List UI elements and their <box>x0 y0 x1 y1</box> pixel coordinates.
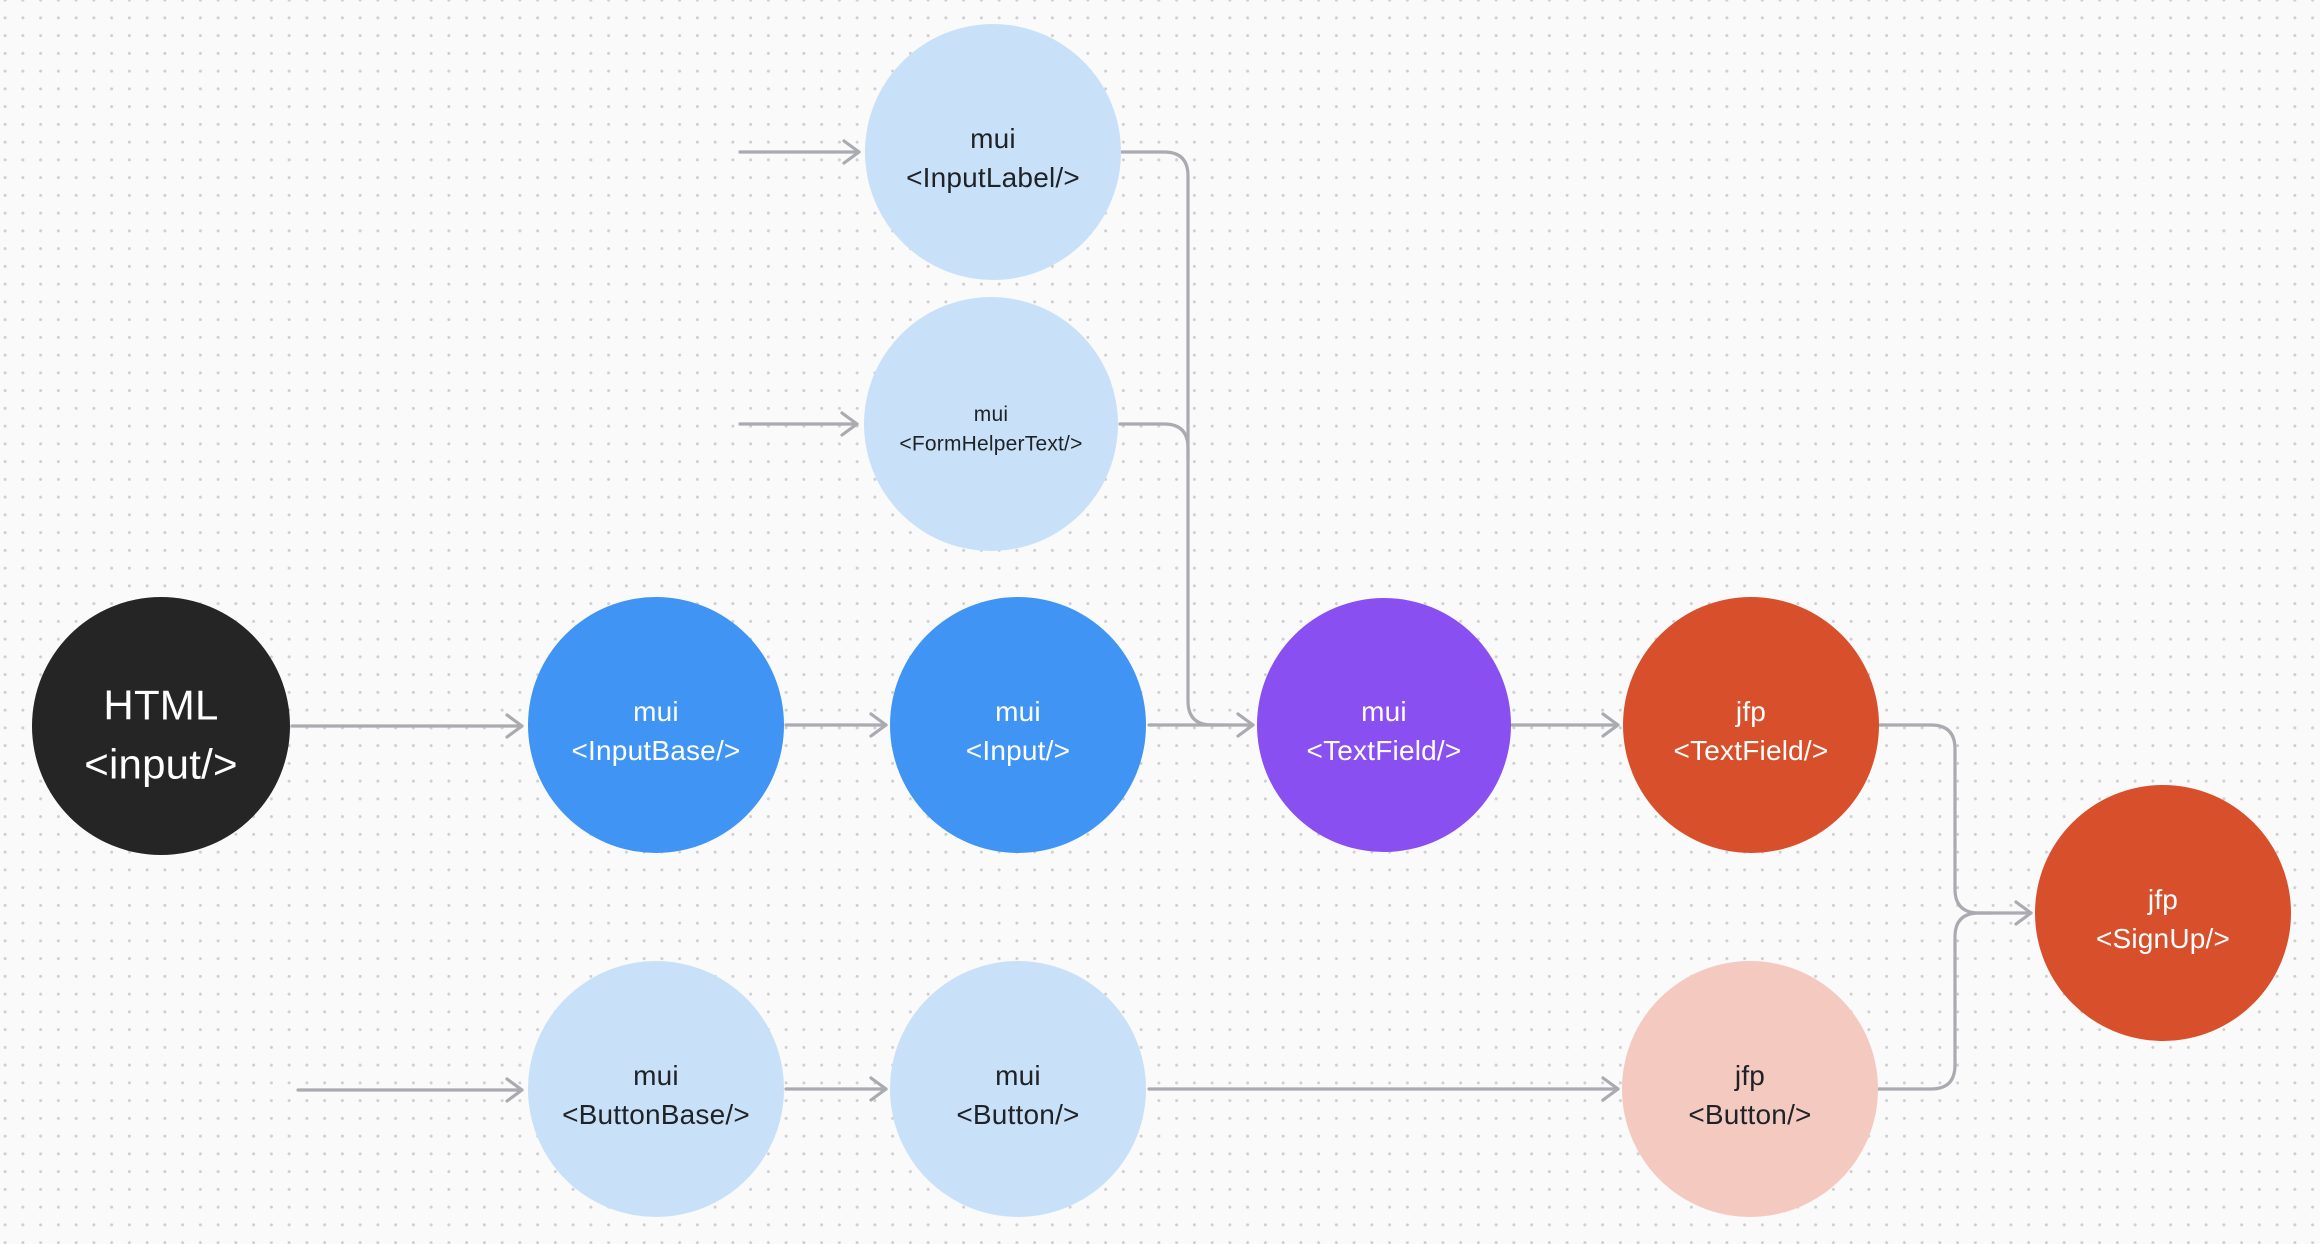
edge-input-label-to-text-field[interactable] <box>1120 150 1226 727</box>
mui-button-base-circle <box>528 961 784 1217</box>
node-jfp-sign-up[interactable]: jfp<SignUp/> <box>2035 785 2291 1041</box>
nodes-layer: HTML<input/> mui<InputBase/> mui<Input/> mu… <box>32 24 2291 1217</box>
mui-input-label-circle <box>865 24 1121 280</box>
node-mui-input-base[interactable]: mui<InputBase/> <box>528 597 784 853</box>
jfp-text-field-circle <box>1623 597 1879 853</box>
mui-input-base-circle <box>528 597 784 853</box>
mui-input-label: mui<Input/> <box>966 696 1070 766</box>
node-mui-button-base[interactable]: mui<ButtonBase/> <box>528 961 784 1217</box>
mui-form-helper-text-circle <box>864 297 1118 551</box>
edge-jfp-button-to-sign-up[interactable] <box>1876 911 1994 1091</box>
html-input-circle <box>32 597 290 855</box>
mui-text-field-circle <box>1257 598 1511 852</box>
mui-button-label: mui<Button/> <box>956 1060 1079 1130</box>
edge-jfp-text-field-to-sign-up[interactable] <box>1876 723 2033 926</box>
mui-input-base-label: mui<InputBase/> <box>572 696 741 766</box>
mui-form-helper-text-label: mui<FormHelperText/> <box>899 403 1082 455</box>
jfp-button-label: jfp<Button/> <box>1688 1060 1811 1130</box>
html-input-label: HTML<input/> <box>84 682 237 788</box>
jfp-sign-up-circle <box>2035 785 2291 1041</box>
node-html-input[interactable]: HTML<input/> <box>32 597 290 855</box>
node-jfp-button[interactable]: jfp<Button/> <box>1622 961 1878 1217</box>
jfp-button-circle <box>1622 961 1878 1217</box>
mui-input-circle <box>890 597 1146 853</box>
node-mui-input[interactable]: mui<Input/> <box>890 597 1146 853</box>
node-mui-input-label[interactable]: mui<InputLabel/> <box>865 24 1121 280</box>
jfp-sign-up-label: jfp<SignUp/> <box>2096 884 2230 954</box>
node-jfp-text-field[interactable]: jfp<TextField/> <box>1623 597 1879 853</box>
mui-text-field-label: mui<TextField/> <box>1307 696 1462 766</box>
jfp-text-field-label: jfp<TextField/> <box>1674 696 1829 766</box>
mui-button-circle <box>890 961 1146 1217</box>
node-mui-form-helper-text[interactable]: mui<FormHelperText/> <box>864 297 1118 551</box>
mui-button-base-label: mui<ButtonBase/> <box>562 1060 750 1130</box>
node-mui-button[interactable]: mui<Button/> <box>890 961 1146 1217</box>
node-mui-text-field[interactable]: mui<TextField/> <box>1257 598 1511 852</box>
edges-layer <box>290 139 2033 1103</box>
mui-input-label-label: mui<InputLabel/> <box>906 123 1080 193</box>
edge-form-helper-text-to-text-field[interactable] <box>1118 422 1190 462</box>
